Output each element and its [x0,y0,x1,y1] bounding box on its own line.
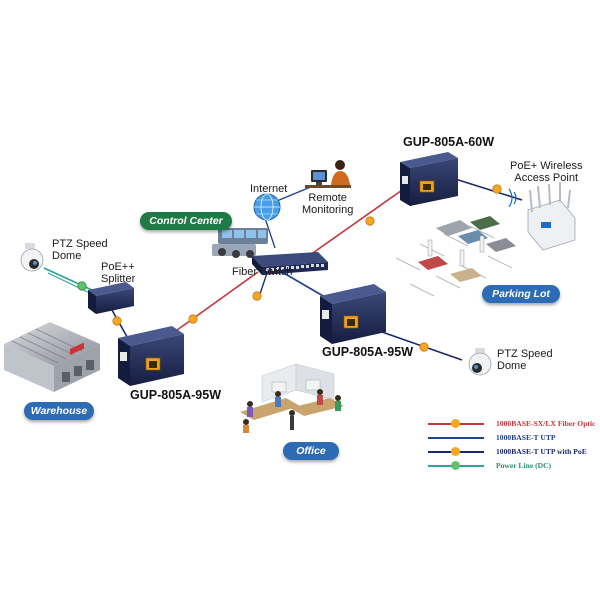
ptz-right-label: PTZ Speed Dome [497,348,553,372]
fiber-line-switch-to-gup95-left [165,271,259,339]
gup-95w-left-device [118,326,184,386]
globe-icon [253,193,281,221]
control-room-icon [212,228,268,258]
utp-line-switch-to-gup95-right [281,271,331,301]
legend-text: Power Line (DC) [496,461,552,470]
control-center-tag: Control Center [140,212,232,230]
legend-item-utp: 1000BASE-T UTP [424,431,600,445]
legend-dot [451,419,460,428]
warehouse-tag: Warehouse [24,402,94,420]
legend-dot [451,461,460,470]
remote-monitoring-label: Remote Monitoring [302,192,354,216]
utp-line-switch-to-internet [264,217,276,249]
gup-60w-label: GUP-805A-60W [403,135,494,149]
gup-60w-device [400,152,458,206]
parking-lot-icon [395,216,516,297]
internet-label: Internet [250,183,288,195]
office-icon [240,363,344,433]
ptz-camera-icon [20,243,44,272]
fiber-line-switch-to-gup60 [299,187,406,263]
gup-95w-right-device [320,284,386,344]
ptz-left-label: PTZ Speed Dome [52,238,108,262]
person-at-computer-icon [305,160,351,188]
legend-dot [451,447,460,456]
gup-95w-right-label: GUP-805A-95W [322,345,413,359]
fiber-switch-icon [252,252,328,275]
access-point-label: PoE+ Wireless Access Point [510,160,583,184]
access-point-icon [508,182,576,251]
legend-text: 1000BASE-T UTP [496,433,556,442]
legend-text: 1000BASE-T UTP with PoE [496,447,587,456]
legend-item-fiber: 1000BASE-SX/LX Fiber Optic [424,417,600,431]
warehouse-icon [4,322,100,392]
legend-line [428,437,484,439]
connection-dots [77,184,502,352]
legend-text: 1000BASE-SX/LX Fiber Optic [496,419,596,428]
poe-splitter-device [88,282,134,314]
legend-item-power: Power Line (DC) [424,459,600,473]
utp-line-internet-to-remote [271,185,314,204]
parking-lot-tag: Parking Lot [482,285,560,303]
gup-95w-left-label: GUP-805A-95W [130,388,221,402]
poe-splitter-label: PoE++ Splitter [101,261,136,285]
ptz-camera-icon [468,348,492,376]
legend-item-utp-poe: 1000BASE-T UTP with PoE [424,445,600,459]
fiber-switch-label: Fiber Switch [232,266,293,278]
poe-line-gup60-to-ap [451,177,523,201]
office-tag: Office [283,442,339,460]
